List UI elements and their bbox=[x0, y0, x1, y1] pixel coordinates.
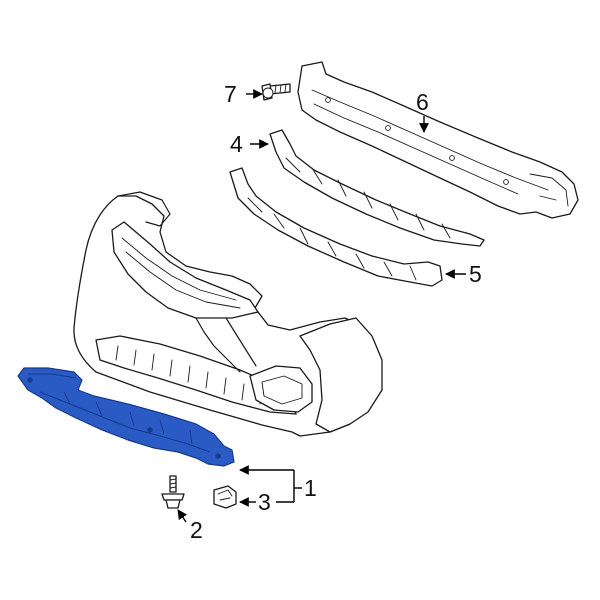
callout-1: 1 bbox=[304, 475, 317, 501]
upper-grille bbox=[111, 221, 259, 319]
callouts: 7 6 4 5 1 3 2 bbox=[177, 81, 482, 543]
fog-lamp-bezel bbox=[249, 365, 313, 413]
lower-grille bbox=[95, 335, 297, 415]
callout-5: 5 bbox=[469, 261, 482, 287]
upper-grille-inner bbox=[121, 237, 241, 309]
lower-shield-ribs bbox=[63, 391, 193, 445]
bumper-right-wing bbox=[299, 317, 383, 433]
lower-shield-clip-hole-c bbox=[215, 453, 221, 459]
screw-thread bbox=[169, 478, 177, 489]
bar-hole-b bbox=[385, 125, 391, 131]
screw bbox=[161, 475, 185, 509]
reinforcement-bar-channel bbox=[311, 89, 549, 195]
clip-nut-body bbox=[213, 485, 237, 509]
upper-absorber-ribs bbox=[285, 157, 451, 239]
callout-6: 6 bbox=[416, 89, 429, 115]
callout-3: 3 bbox=[258, 489, 271, 515]
lower-absorber bbox=[229, 167, 443, 287]
bar-hole-c bbox=[449, 155, 455, 161]
clip-nut bbox=[213, 485, 237, 509]
lower-shield bbox=[17, 367, 235, 467]
clip-nut-tab bbox=[217, 489, 233, 501]
lower-absorber-body bbox=[229, 167, 443, 287]
reinforcement-bar-end bbox=[529, 173, 569, 207]
lower-shield-clip-hole-a bbox=[27, 377, 33, 383]
bumper-cover bbox=[73, 191, 383, 437]
bolt-thread bbox=[274, 83, 287, 94]
lower-absorber-ribs bbox=[247, 197, 417, 281]
bar-hole-a bbox=[325, 97, 331, 103]
fog-lamp-inner bbox=[261, 375, 303, 405]
callout-7: 7 bbox=[224, 81, 237, 107]
reinforcement-bar-body bbox=[297, 61, 579, 219]
leader-2 bbox=[177, 509, 187, 523]
bumper-left-top-edge bbox=[117, 191, 171, 227]
screw-flange bbox=[161, 493, 185, 501]
upper-absorber-body bbox=[269, 129, 485, 247]
reinforcement-bar bbox=[297, 61, 579, 219]
screw-head bbox=[165, 499, 181, 509]
lower-shield-clip-hole-b bbox=[147, 427, 153, 433]
upper-absorber bbox=[269, 129, 485, 247]
bar-hole-d bbox=[503, 179, 509, 185]
bolt-washer bbox=[262, 87, 274, 99]
callout-2: 2 bbox=[190, 517, 203, 543]
grille-center-strut bbox=[195, 317, 257, 373]
bolt bbox=[261, 83, 291, 101]
callout-4: 4 bbox=[230, 131, 243, 157]
